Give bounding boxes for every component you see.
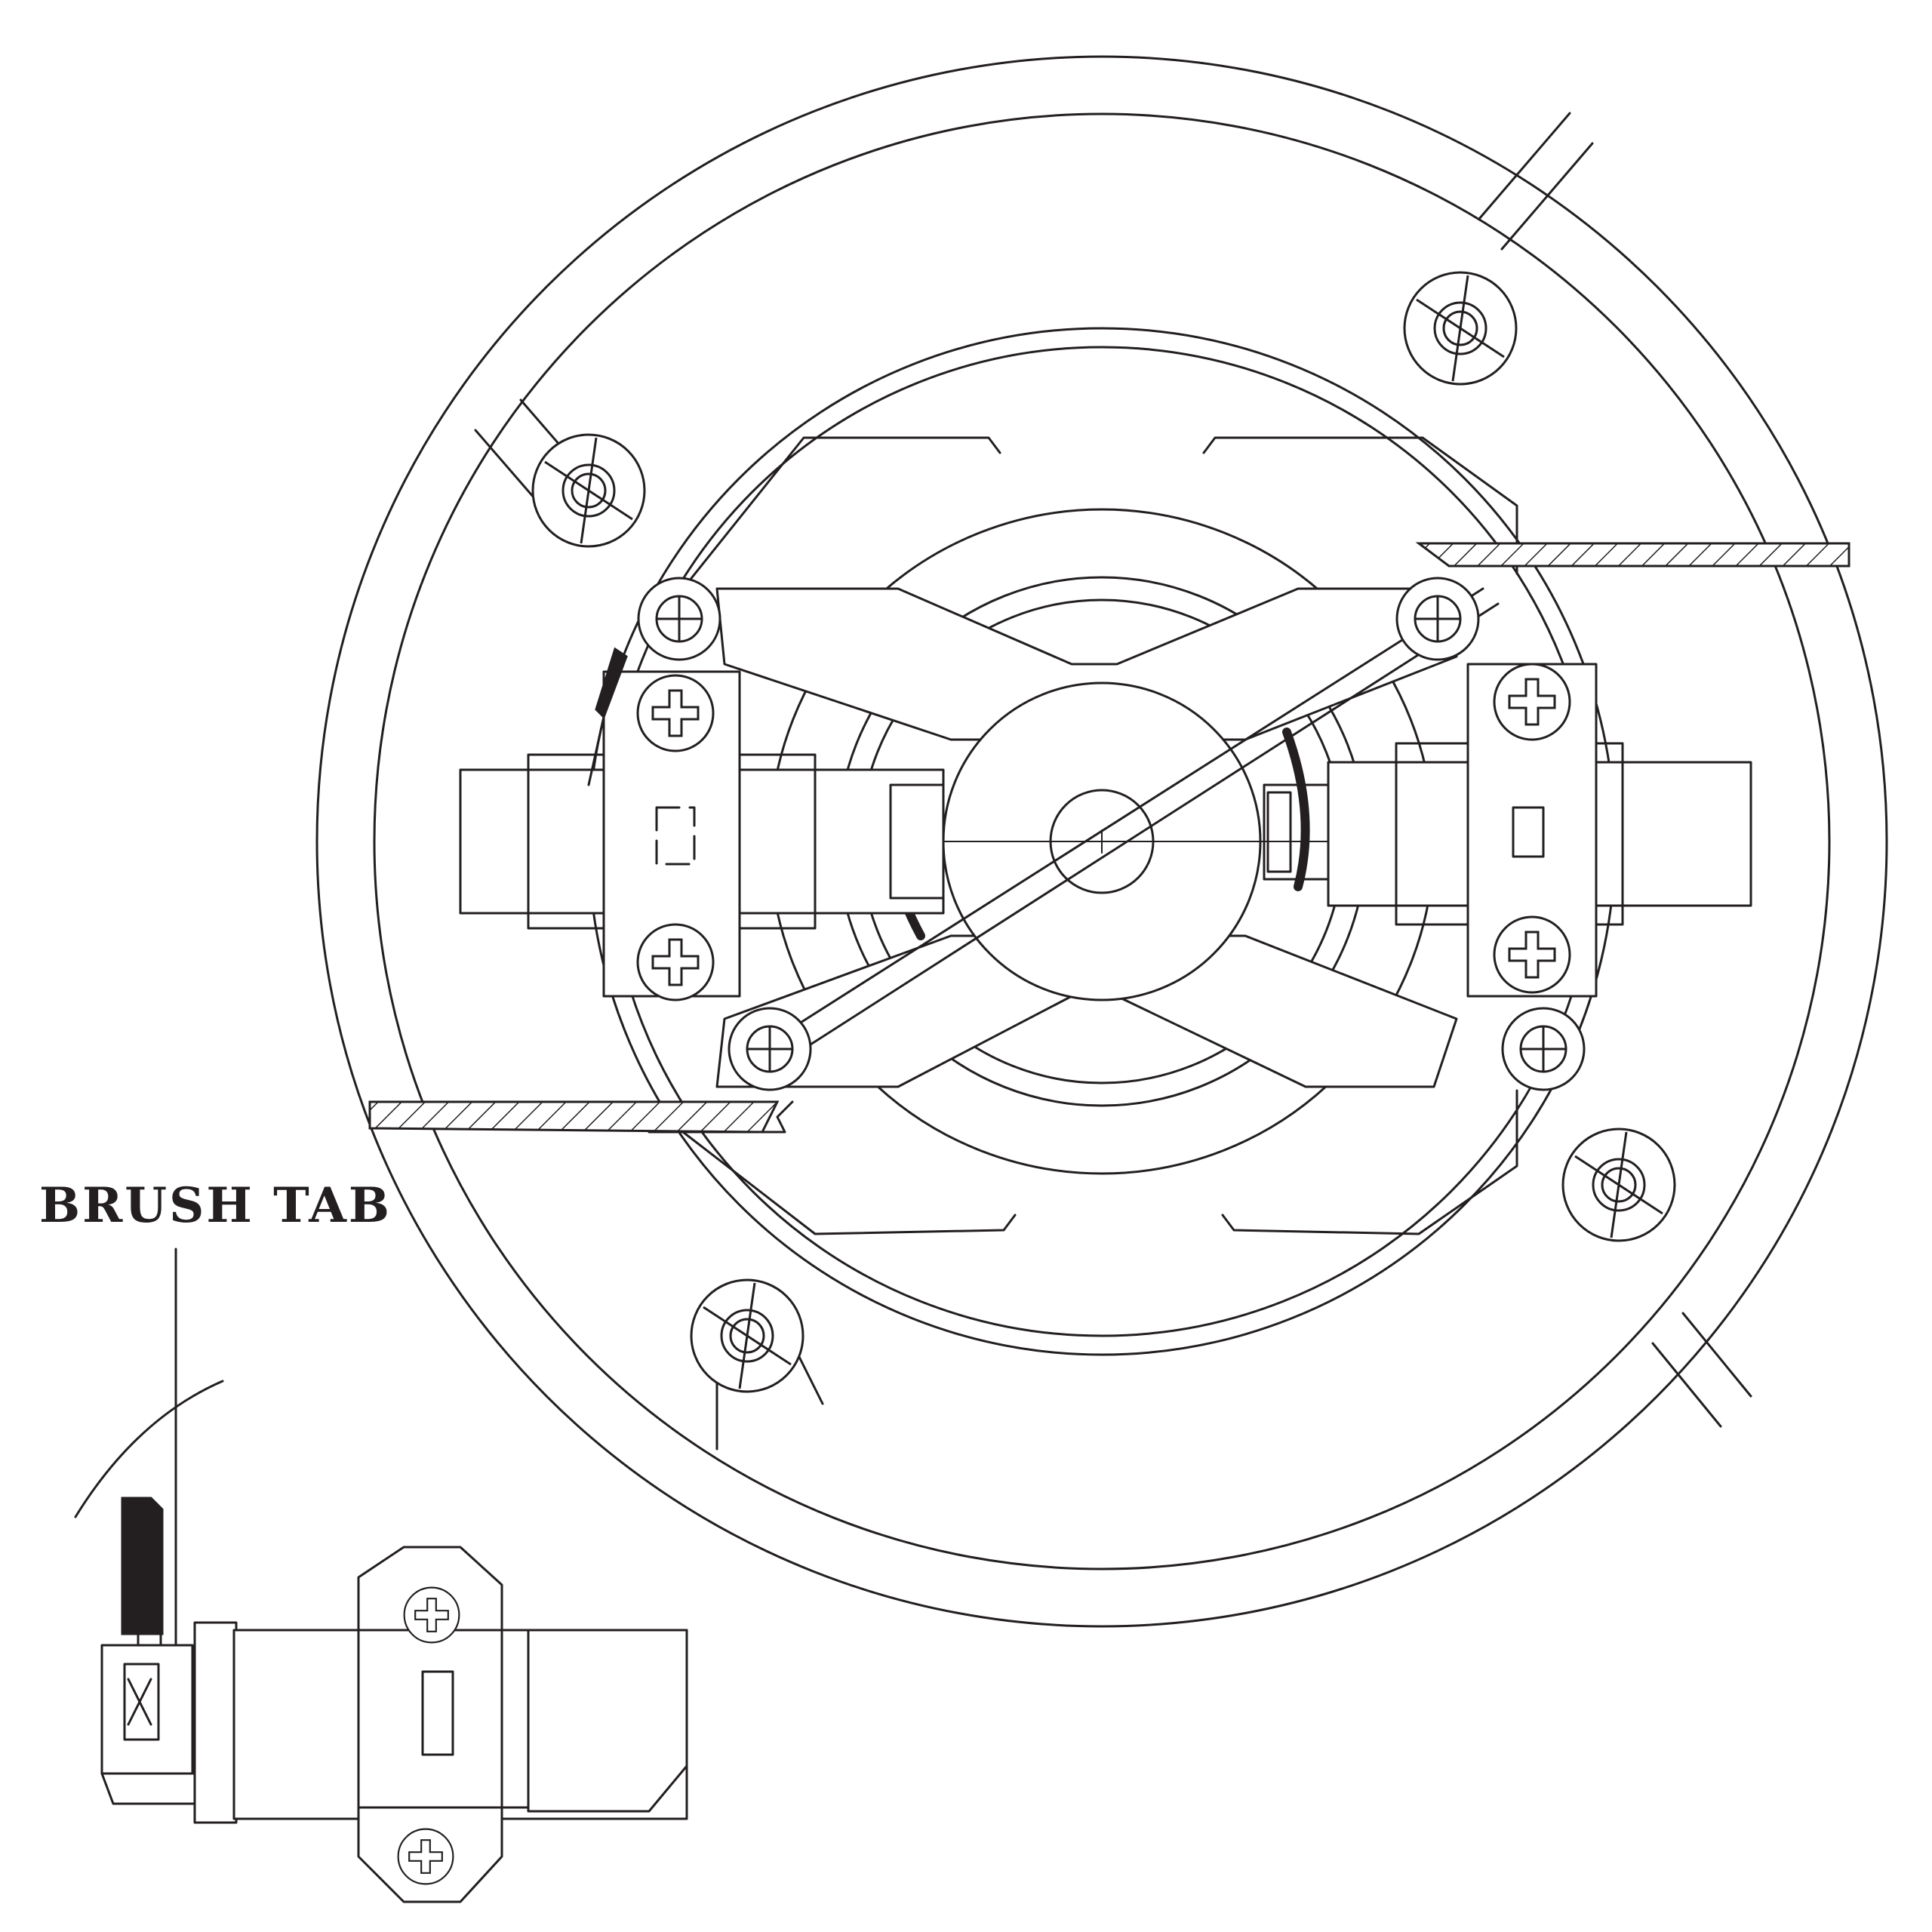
upper-hatched-support [1415, 542, 1850, 568]
mounting-boss-lower-right [1561, 1128, 1676, 1242]
detail-holder-collar [193, 1621, 238, 1824]
mounting-boss-lower-left [690, 1278, 804, 1393]
detail-holder-taper [527, 1629, 688, 1813]
detail-tab-inner [123, 1663, 160, 1741]
detail-brush-carbon [121, 1497, 164, 1635]
right-brush-screw-upper [1493, 663, 1571, 741]
left-holder-screw-boss-upper [637, 577, 721, 661]
bridge-arm-lower [715, 934, 1458, 1088]
diagonal-tie-rod-2 [761, 602, 1500, 1077]
diagonal-tie-rod [746, 587, 1484, 1058]
left-brush-screw-upper [636, 674, 715, 752]
left-brush-screw-lower [636, 923, 715, 1001]
lower-support-tab [648, 1100, 794, 1134]
right-brush-screw-lower [1493, 915, 1571, 994]
outer-housing-ring [315, 55, 1888, 1628]
right-brush-holder [1263, 663, 1752, 998]
mounting-boss-upper-right [1403, 271, 1518, 386]
right-holder-screw-boss-lower [1501, 1007, 1586, 1091]
bracket-arm-upper-right [1478, 112, 1594, 251]
detail-tab-box [100, 1644, 194, 1775]
inner-housing-ring [373, 112, 1831, 1571]
detail-screw-lower [397, 1828, 454, 1885]
right-brush-spring [1282, 728, 1310, 891]
detail-clamp-window [421, 1670, 454, 1756]
brush-tab-label: BRUSH TAB [39, 1177, 392, 1234]
detail-screw-upper [403, 1586, 460, 1644]
right-holder-screw-boss-upper [1395, 577, 1480, 661]
bracket-arm-lower-right [1651, 1312, 1752, 1428]
mounting-boss-upper-left [531, 433, 646, 548]
detail-clamp-plate [357, 1546, 503, 1903]
brush-tab-detail [74, 1247, 688, 1903]
lower-stator-wing [681, 1089, 1518, 1235]
detail-tab-foot [100, 1772, 205, 1805]
left-holder-screw-boss-lower [728, 1007, 812, 1091]
motor-end-view [315, 55, 1888, 1628]
detail-commutator-arc [74, 1380, 224, 1518]
upper-stator-wing [681, 436, 1518, 590]
lower-hatched-support [368, 1100, 780, 1134]
